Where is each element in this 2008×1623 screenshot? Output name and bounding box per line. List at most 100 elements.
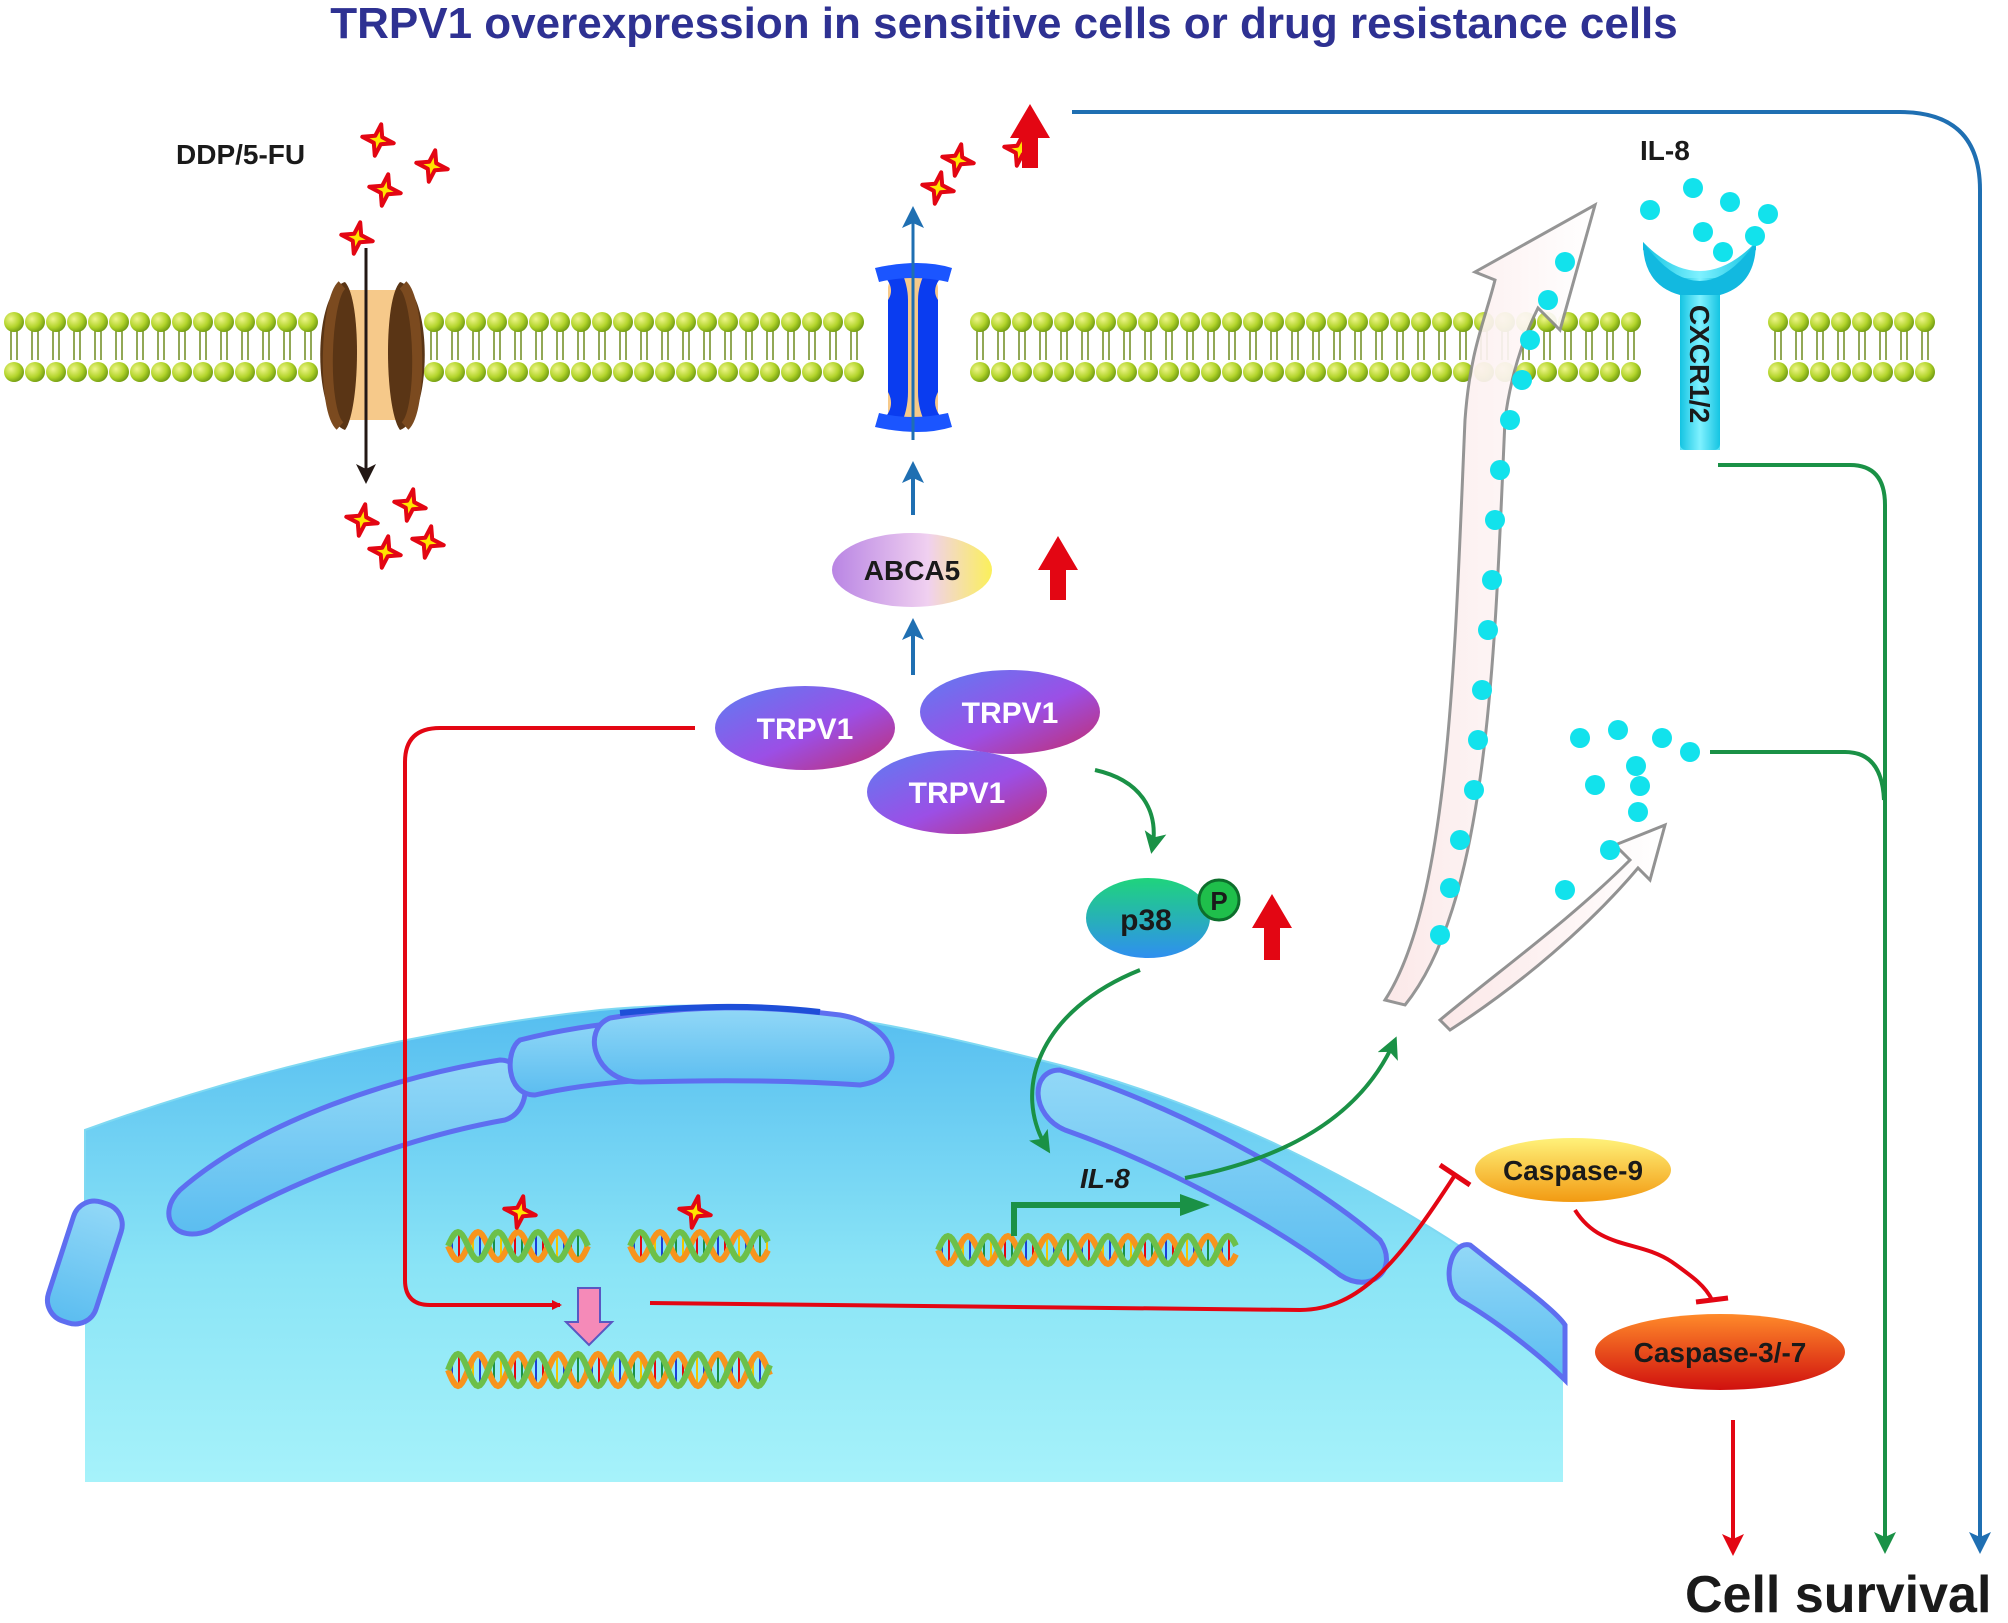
lipid-head (424, 362, 444, 382)
trpv1-label-2: TRPV1 (962, 697, 1059, 730)
lipid-head (802, 312, 822, 332)
il8-dot (1758, 204, 1778, 224)
trpv1-to-p38-arrow (1094, 768, 1167, 854)
caspase37-node: Caspase-3/-7 (1595, 1314, 1845, 1390)
lipid-head (277, 312, 297, 332)
lipid-head (130, 312, 150, 332)
il8-dot (1630, 776, 1650, 796)
lipid-head (1453, 362, 1473, 382)
lipid-head (1033, 362, 1053, 382)
lipid-head (550, 312, 570, 332)
il8-dot (1683, 178, 1703, 198)
lipid-head (1768, 362, 1788, 382)
dna-helix-icon (445, 1228, 591, 1264)
lipid-head (172, 362, 192, 382)
trpv1-to-dna-arrow (403, 726, 695, 1310)
lipid-head (676, 312, 696, 332)
lipid-head (970, 312, 990, 332)
lipid-head (445, 362, 465, 382)
lipid-head (298, 362, 318, 382)
lipid-head (970, 362, 990, 382)
il8-dot (1652, 728, 1672, 748)
lipid-head (655, 362, 675, 382)
lipid-head (1264, 362, 1284, 382)
lipid-head (445, 312, 465, 332)
il8-dot (1555, 880, 1575, 900)
lipid-head (1075, 362, 1095, 382)
lipid-head (697, 362, 717, 382)
il8-expression-arrow (1184, 1036, 1398, 1180)
il8-dot (1538, 290, 1558, 310)
lipid-head (487, 312, 507, 332)
lipid-head (67, 362, 87, 382)
il8-dot (1628, 802, 1648, 822)
lipid-head (1117, 312, 1137, 332)
lipid-head (1285, 362, 1305, 382)
efflux-to-survival-arrow (1072, 110, 1991, 1554)
lipid-head (1579, 312, 1599, 332)
il8-dot (1468, 730, 1488, 750)
lipid-head (529, 312, 549, 332)
trpv1-label-3: TRPV1 (909, 777, 1006, 810)
lipid-head (1012, 362, 1032, 382)
lipid-head (991, 312, 1011, 332)
il8-transcription-arrow (1011, 1194, 1210, 1236)
lipid-head (1222, 312, 1242, 332)
drug-uptake-channel (320, 281, 425, 430)
lipid-head (214, 312, 234, 332)
lipid-head (466, 312, 486, 332)
abca5-label: ABCA5 (864, 555, 960, 586)
lipid-head (151, 362, 171, 382)
il8-dot (1640, 200, 1660, 220)
lipid-head (991, 362, 1011, 382)
lipid-head (1390, 312, 1410, 332)
il8-dot (1555, 252, 1575, 272)
abca5-node: ABCA5 (832, 533, 992, 607)
lipid-head (466, 362, 486, 382)
caspase37-inhibition-bar (1695, 1295, 1729, 1305)
dna-helix-icon (445, 1350, 773, 1390)
lipid-head (1810, 312, 1830, 332)
il8-label: IL-8 (1640, 135, 1690, 166)
lipid-head (697, 312, 717, 332)
p38-to-il8-arrow (1029, 968, 1141, 1154)
lipid-head (1852, 362, 1872, 382)
trpv1-node-3: TRPV1 (867, 750, 1047, 834)
lipid-head (256, 312, 276, 332)
caspase9-inhibits-caspase37 (1573, 1208, 1714, 1301)
trpv1-node-1: TRPV1 (715, 686, 895, 770)
lipid-head (1915, 312, 1935, 332)
il8-dot (1464, 780, 1484, 800)
lipid-head (508, 312, 528, 332)
lipid-head (508, 362, 528, 382)
lipid-head (1243, 362, 1263, 382)
lipid-head (1306, 362, 1326, 382)
lipid-head (235, 312, 255, 332)
star-icon (677, 1194, 713, 1230)
lipid-head (1873, 312, 1893, 332)
star-icon (339, 220, 375, 256)
il8-dot (1430, 925, 1450, 945)
lipid-head (1096, 362, 1116, 382)
p38-up-arrow (1252, 894, 1292, 960)
lipid-head (1810, 362, 1830, 382)
abca5-up-arrow (1038, 536, 1078, 600)
phospho-label: P (1210, 886, 1227, 916)
lipid-head (214, 362, 234, 382)
lipid-head (151, 312, 171, 332)
star-icon (920, 170, 956, 206)
lipid-head (844, 362, 864, 382)
lipid-head (1558, 362, 1578, 382)
lipid-head (487, 362, 507, 382)
lipid-head (1432, 362, 1452, 382)
lipid-head (1873, 362, 1893, 382)
lipid-head (1096, 312, 1116, 332)
lipid-head (550, 362, 570, 382)
cxcr-receptor: CXCR1/2 (1643, 242, 1756, 450)
lipid-head (634, 362, 654, 382)
lipid-head (655, 312, 675, 332)
lipid-head (1411, 312, 1431, 332)
lipid-head (1600, 362, 1620, 382)
lipid-head (571, 312, 591, 332)
il8-dot (1450, 830, 1470, 850)
